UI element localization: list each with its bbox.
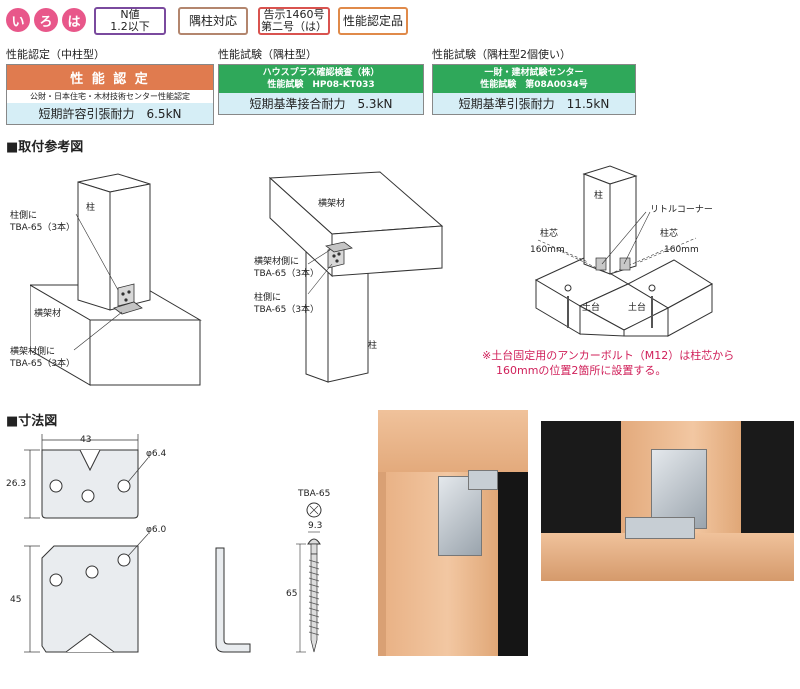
bracket-icon xyxy=(325,241,353,269)
diagram-pillar-under-beam xyxy=(268,171,444,383)
bracket-icon xyxy=(438,476,482,556)
grade-i-badge: い xyxy=(6,8,30,32)
dimensions-section-title: ■寸法図 xyxy=(6,414,58,429)
d1-beam-side-label: 横架材側に TBA-65（3本） xyxy=(10,347,76,369)
diagram-corner-pillar xyxy=(534,165,713,337)
cert-head: 性 能 認 定 xyxy=(7,65,213,90)
diagram-pillar-on-beam xyxy=(30,173,202,386)
cert-value: 短期基準引張耐力 11.5kN xyxy=(433,93,635,114)
cert-box-1: 性能認定（中柱型） 性 能 認 定 公財・日本住宅・木材技術センター性能認定 短… xyxy=(6,46,214,125)
d2-pillar-side-label: 柱側に TBA-65（3本） xyxy=(254,293,320,315)
d3-dist-left-label: 160mm xyxy=(530,245,565,255)
d1-pillar-side-label: 柱側に TBA-65（3本） xyxy=(10,211,76,233)
cert-caption: 性能試験（隅柱型2個使い） xyxy=(432,48,571,61)
screw-name-label: TBA-65 xyxy=(298,489,331,499)
header-badges: い ろ は N値 1.2以下 隅柱対応 告示1460号 第二号（は） 性能認定品 xyxy=(6,4,796,38)
cert-box-3: 性能試験（隅柱型2個使い） 一財・建材試験センター 性能試験 第08A0034号… xyxy=(432,46,636,115)
screw-drawing xyxy=(296,502,322,653)
d2-pillar-label: 柱 xyxy=(368,341,378,351)
cert-box-2: 性能試験（隅柱型） ハウスプラス確認検査（株） 性能試験 HP08-KT033 … xyxy=(218,46,424,115)
d3-little-corner-label: リトルコーナー xyxy=(650,205,713,215)
dim-width-label: 43 xyxy=(80,435,92,445)
screw-length-label: 65 xyxy=(286,589,298,599)
d1-beam-label: 横架材 xyxy=(34,309,62,319)
bracket-icon xyxy=(651,449,707,529)
anchor-bolt-note: ※土台固定用のアンカーボルト（M12）は柱芯から 160mmの位置2箇所に設置す… xyxy=(482,349,735,377)
side-profile-icon xyxy=(215,547,251,653)
cert-caption: 性能試験（隅柱型） xyxy=(218,48,317,61)
d3-base-left-label: 土台 xyxy=(582,303,601,313)
dim-hole-top-label: φ6.4 xyxy=(146,449,167,459)
d3-pillar-label: 柱 xyxy=(594,191,604,201)
cert-value: 短期許容引張耐力 6.5kN xyxy=(7,103,213,124)
product-photo-1 xyxy=(378,410,528,656)
corner-badge: 隅柱対応 xyxy=(178,7,248,35)
cert-sub: 公財・日本住宅・木材技術センター性能認定 xyxy=(30,92,190,101)
d3-core-right-label: 柱芯 xyxy=(660,229,679,239)
cert-head: 一財・建材試験センター 性能試験 第08A0034号 xyxy=(433,65,635,93)
bottom-plate-icon xyxy=(41,533,149,653)
notice-badge: 告示1460号 第二号（は） xyxy=(258,7,330,35)
d3-core-left-label: 柱芯 xyxy=(540,229,559,239)
dim-hole-bottom-label: φ6.0 xyxy=(146,525,167,535)
cert-value: 短期基準接合耐力 5.3kN xyxy=(219,93,423,114)
d2-beam-side-label: 横架材側に TBA-65（3本） xyxy=(254,257,320,279)
cert-caption: 性能認定（中柱型） xyxy=(6,48,105,61)
n-value-badge: N値 1.2以下 xyxy=(94,7,166,35)
top-plate-icon xyxy=(41,449,149,519)
mounting-section-title: ■取付参考図 xyxy=(6,140,84,155)
screw-head-label: 9.3 xyxy=(308,521,323,531)
d3-base-right-label: 土台 xyxy=(628,303,647,313)
bracket-icon xyxy=(113,283,143,315)
dim-top-height-label: 26.3 xyxy=(6,479,27,489)
grade-ro-badge: ろ xyxy=(34,8,58,32)
d3-dist-right-label: 160mm xyxy=(664,245,699,255)
grade-ha-badge: は xyxy=(62,8,86,32)
d1-pillar-label: 柱 xyxy=(86,203,96,213)
product-photo-2 xyxy=(541,421,794,581)
bracket-icon xyxy=(595,257,631,271)
dim-bottom-height-label: 45 xyxy=(10,595,22,605)
anchor-bolt-icon xyxy=(564,284,656,328)
d2-beam-label: 横架材 xyxy=(318,199,346,209)
certified-badge: 性能認定品 xyxy=(338,7,408,35)
cert-head: ハウスプラス確認検査（株） 性能試験 HP08-KT033 xyxy=(219,65,423,93)
screw-icon xyxy=(306,502,322,653)
dimension-drawing xyxy=(24,434,251,653)
